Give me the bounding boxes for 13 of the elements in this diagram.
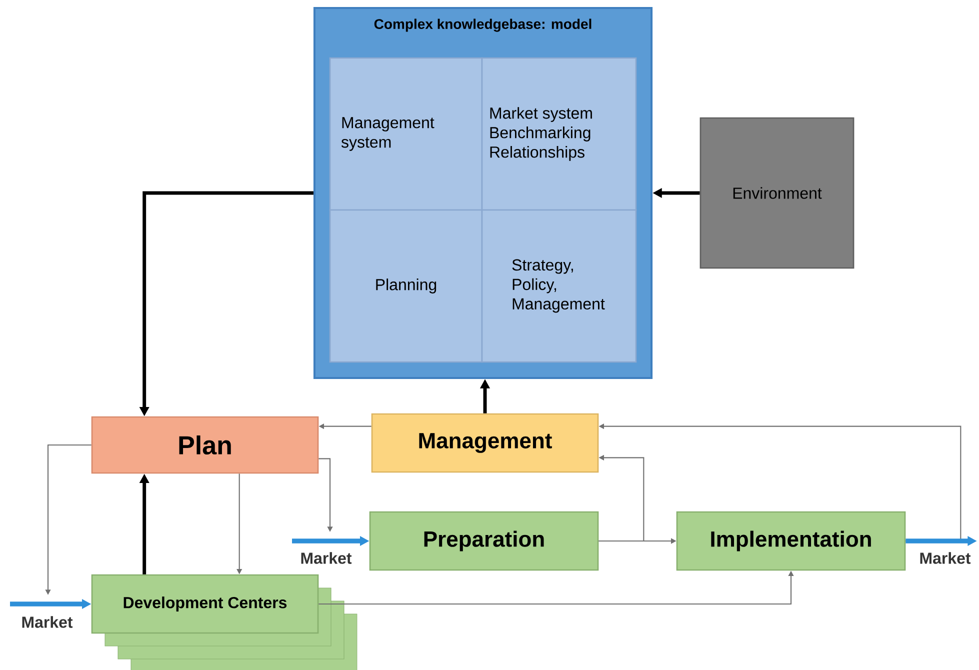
cell-box: Market system Benchmarking Relationships bbox=[481, 57, 637, 211]
process-box: Development Centers bbox=[91, 574, 319, 634]
process-box: Plan bbox=[91, 416, 319, 474]
cell-box: Strategy, Policy, Management bbox=[481, 209, 637, 363]
cell-box: Management system bbox=[329, 57, 483, 211]
edge-label: Market bbox=[920, 552, 971, 564]
process-box: Preparation bbox=[369, 511, 599, 571]
cell-box: Planning bbox=[329, 209, 483, 363]
environment-box: Environment bbox=[700, 117, 854, 269]
edge-label: Market bbox=[22, 616, 73, 628]
edge-label: Market bbox=[301, 552, 352, 564]
process-box: Management bbox=[371, 413, 599, 473]
process-box: Implementation bbox=[676, 511, 906, 571]
